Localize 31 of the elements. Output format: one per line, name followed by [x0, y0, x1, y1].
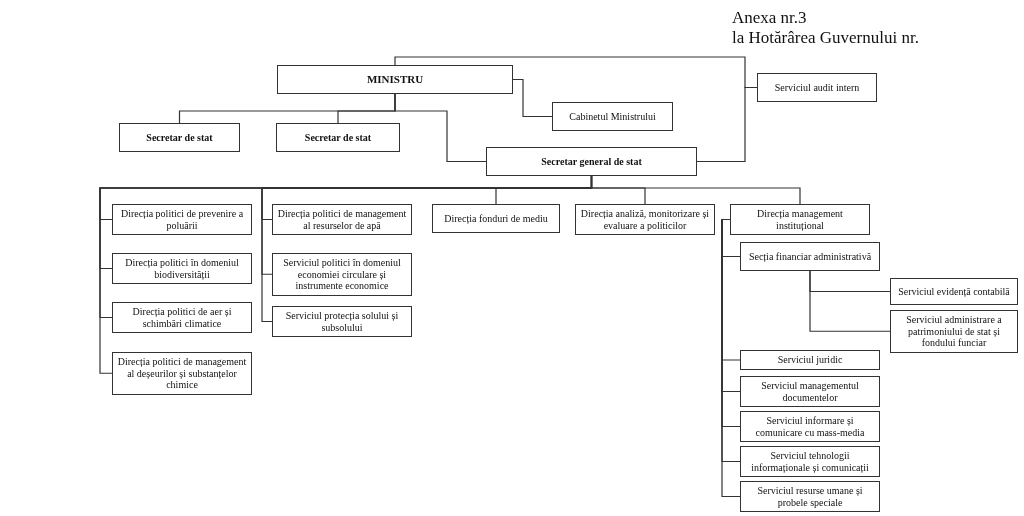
- org-unit-box: Direcția fonduri de mediu: [432, 204, 560, 233]
- org-unit-box: Serviciul audit intern: [757, 73, 877, 102]
- connector-line: [590, 175, 801, 205]
- org-unit-box: Direcția politici de aer și schimbări climatice: [112, 302, 252, 333]
- org-unit-box: Serviciul managementul documentelor: [740, 376, 880, 407]
- connector-line: [809, 270, 891, 332]
- connector-line: [696, 86, 758, 163]
- org-unit-box: Secretar general de stat: [486, 147, 697, 176]
- org-unit-box: Secția financiar administrativă: [740, 242, 880, 271]
- connector-line: [394, 93, 487, 163]
- org-unit-box: Direcția politici în domeniul biodiversității: [112, 253, 252, 284]
- org-unit-box: Serviciul evidență contabilă: [890, 278, 1018, 305]
- org-unit-box: Serviciul protecția solului și subsolului: [272, 306, 412, 337]
- org-unit-box: Serviciul tehnologii informaționale și comunicații: [740, 446, 880, 477]
- org-unit-box: Cabinetul Ministrului: [552, 102, 673, 131]
- org-unit-box: Serviciul juridic: [740, 350, 880, 370]
- annex-note: la Hotărârea Guvernului nr.: [732, 28, 919, 48]
- org-unit-box: Serviciul resurse umane și probele speciale: [740, 481, 880, 512]
- org-unit-box: MINISTRU: [277, 65, 513, 94]
- annex-note: Anexa nr.3: [732, 8, 807, 28]
- org-unit-box: Serviciul administrare a patrimoniului de stat și fondului funciar: [890, 310, 1018, 353]
- org-unit-box: Direcția politici de prevenire a poluării: [112, 204, 252, 235]
- org-unit-box: Secretar de stat: [119, 123, 240, 152]
- org-unit-box: Direcția politici de management al deșeurilor și substanțelor chimice: [112, 352, 252, 395]
- org-unit-box: Serviciul informare și comunicare cu mass-media: [740, 411, 880, 442]
- org-unit-box: Serviciul politici în domeniul economiei circulare și instrumente economice: [272, 253, 412, 296]
- org-unit-box: Direcția analiză, monitorizare și evaluare a politicilor: [575, 204, 715, 235]
- org-unit-box: Direcția politici de management al resurselor de apă: [272, 204, 412, 235]
- org-unit-box: Secretar de stat: [276, 123, 400, 152]
- connector-line: [512, 78, 553, 118]
- org-unit-box: Direcția management instituțional: [730, 204, 870, 235]
